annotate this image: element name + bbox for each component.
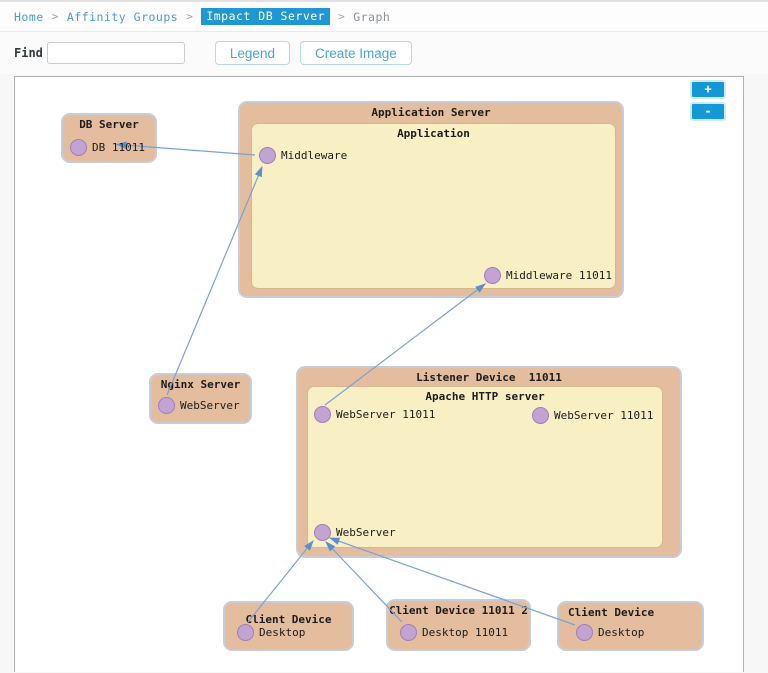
subgroup-application[interactable]: Application Middleware Middleware 11011	[251, 123, 616, 289]
node-webserver-nginx[interactable]: WebServer	[158, 397, 240, 414]
find-label: Find	[14, 46, 43, 60]
node-label: WebServer 11011	[554, 409, 654, 422]
group-title: Client Device	[568, 606, 655, 619]
group-nginx-server[interactable]: Nginx Server WebServer	[149, 373, 252, 424]
group-db-server[interactable]: DB Server DB 11011	[61, 113, 157, 163]
node-circle-icon	[532, 407, 549, 424]
group-title: Listener Device 11011	[416, 371, 562, 384]
create-image-button[interactable]: Create Image	[299, 41, 412, 65]
breadcrumb-separator: >	[338, 10, 346, 23]
node-label: WebServer	[336, 526, 396, 539]
node-label: Desktop 11011	[422, 626, 509, 639]
node-webserver-11011-right[interactable]: WebServer 11011	[532, 407, 653, 424]
group-client-device-2[interactable]: Client Device 11011 2 Desktop 11011	[386, 599, 531, 651]
toolbar: Find Legend Create Image	[0, 32, 768, 74]
node-circle-icon	[314, 406, 331, 423]
node-webserver-apache[interactable]: WebServer	[314, 524, 396, 541]
group-application-server[interactable]: Application Server Application Middlewar…	[238, 101, 624, 298]
group-client-device-3[interactable]: Client Device Desktop	[557, 601, 704, 651]
subgroup-title: Application	[397, 127, 470, 140]
node-label: Desktop	[259, 626, 306, 639]
node-circle-icon	[158, 397, 175, 414]
node-circle-icon	[484, 267, 501, 284]
zoom-out-button[interactable]: -	[690, 102, 726, 121]
node-desktop-1[interactable]: Desktop	[237, 624, 305, 641]
group-title: Nginx Server	[160, 378, 241, 391]
node-circle-icon	[314, 524, 331, 541]
node-db-11011[interactable]: DB 11011	[70, 139, 145, 156]
node-desktop-11011[interactable]: Desktop 11011	[400, 624, 508, 641]
node-circle-icon	[576, 624, 593, 641]
node-circle-icon	[70, 139, 87, 156]
breadcrumb-graph: Graph	[353, 9, 391, 24]
subgroup-title: Apache HTTP server	[425, 390, 545, 403]
group-title: DB Server	[79, 118, 139, 131]
breadcrumb-home[interactable]: Home	[14, 9, 44, 24]
subgroup-apache-http-server[interactable]: Apache HTTP server WebServer 11011 WebSe…	[307, 386, 663, 548]
breadcrumb: Home > Affinity Groups > Impact DB Serve…	[0, 0, 768, 32]
breadcrumb-separator: >	[51, 10, 59, 23]
node-middleware-11011[interactable]: Middleware 11011	[484, 267, 612, 284]
find-input[interactable]	[46, 42, 185, 64]
node-label: WebServer 11011	[336, 408, 436, 421]
zoom-in-button[interactable]: +	[690, 80, 726, 99]
node-label: Middleware 11011	[506, 269, 612, 282]
graph-canvas[interactable]: DB Server DB 11011 Application Server Ap…	[14, 76, 744, 672]
node-middleware[interactable]: Middleware	[259, 147, 347, 164]
zoom-controls: + -	[690, 80, 726, 121]
group-listener-device[interactable]: Listener Device 11011 Apache HTTP server…	[296, 366, 682, 558]
node-label: Desktop	[598, 626, 645, 639]
node-circle-icon	[259, 147, 276, 164]
group-client-device-1[interactable]: Client Device Desktop	[223, 601, 354, 651]
node-label: DB 11011	[92, 141, 145, 154]
node-label: WebServer	[180, 399, 240, 412]
node-circle-icon	[237, 624, 254, 641]
breadcrumb-separator: >	[186, 10, 194, 23]
group-title: Application Server	[371, 106, 491, 119]
node-label: Middleware	[281, 149, 348, 162]
group-title: Client Device 11011 2	[388, 604, 529, 617]
node-desktop-3[interactable]: Desktop	[576, 624, 644, 641]
group-title: Client Device	[245, 613, 332, 626]
node-circle-icon	[400, 624, 417, 641]
breadcrumb-impact-db-server[interactable]: Impact DB Server	[201, 8, 331, 25]
legend-button[interactable]: Legend	[214, 41, 290, 65]
breadcrumb-affinity-groups[interactable]: Affinity Groups	[66, 9, 179, 24]
node-webserver-11011-left[interactable]: WebServer 11011	[314, 406, 435, 423]
